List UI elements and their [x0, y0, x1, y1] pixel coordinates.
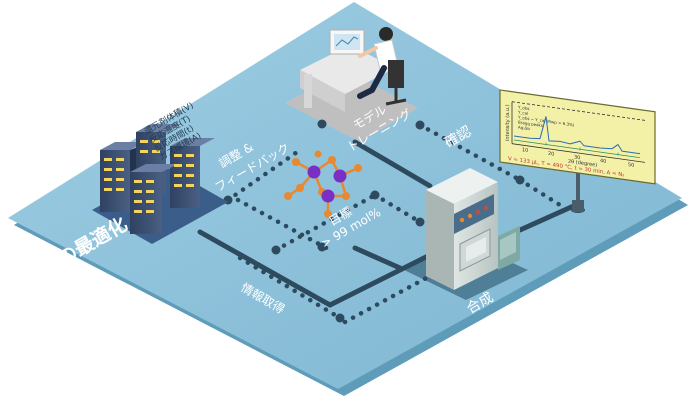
- billboard-legend-item: Ag₂Sb: [518, 125, 530, 132]
- connector-nodes: [223, 119, 525, 323]
- researcher-desk-icon: [300, 27, 407, 112]
- billboard-legend-item: Y_cal: [517, 109, 528, 116]
- dotted-connectors: [225, 122, 563, 325]
- billboard-xtick: 20: [548, 151, 554, 158]
- synthesis-machine-icon: [426, 168, 520, 290]
- billboard-xtick: 30: [574, 154, 580, 161]
- billboard-post: [571, 165, 585, 213]
- server-cluster-icon: [92, 124, 228, 244]
- xrd-billboard: [499, 89, 656, 185]
- connection-lines: [197, 139, 581, 308]
- billboard-legend-item: Y_obs: [517, 104, 529, 111]
- billboard-xtick: 10: [522, 147, 528, 154]
- billboard-xlabel: 2θ (degree): [568, 159, 597, 169]
- molecule-icon: [284, 150, 362, 218]
- billboard-xtick: 50: [628, 162, 634, 169]
- billboard-legend-item: Bragg peaks: [518, 120, 543, 128]
- billboard-ylabel: Intensity (a.u.): [505, 104, 511, 141]
- billboard-xtick: 40: [600, 158, 606, 165]
